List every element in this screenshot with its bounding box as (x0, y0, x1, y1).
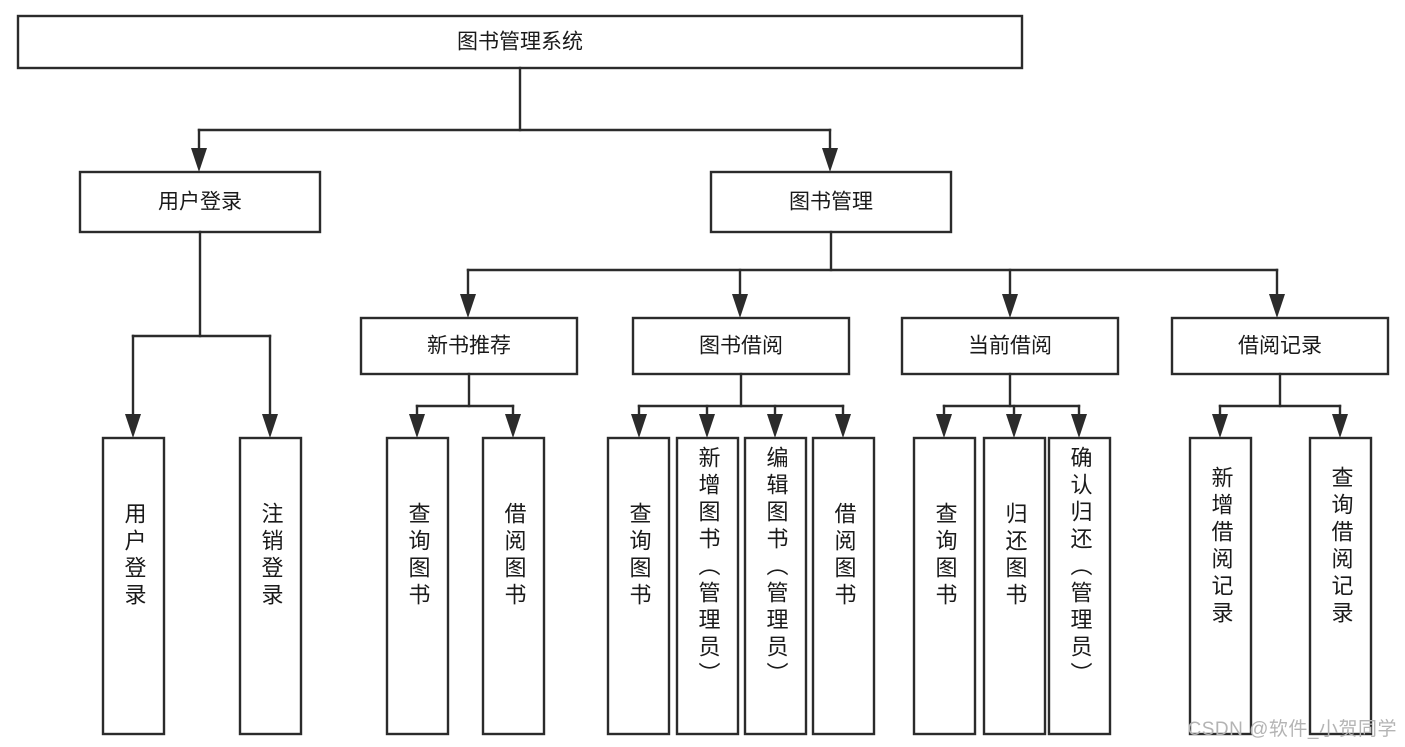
node-root[interactable]: 图书管理系统 (16, 14, 1024, 70)
arrowhead-cb-leaf1 (936, 414, 952, 438)
leaf-box-br-add-record[interactable] (1188, 436, 1253, 736)
arrowhead-bb-leaf4 (835, 414, 851, 438)
node-new-book-recommend-rect[interactable] (359, 316, 579, 376)
watermark-text: CSDN @软件_小贺同学 (1187, 719, 1397, 740)
arrowhead-borrow-record (1269, 294, 1285, 318)
node-book-manage-rect[interactable] (709, 170, 953, 234)
arrowhead-br-leaf2 (1332, 414, 1348, 438)
node-root-rect[interactable] (16, 14, 1024, 70)
node-root-label: 图书管理系统 (457, 31, 583, 54)
arrowhead-book-manage (822, 148, 838, 172)
leaf-box-nb-borrow-book[interactable] (481, 436, 546, 736)
arrowhead-new-book (460, 294, 476, 318)
leaf-box-cb-query-book[interactable] (912, 436, 977, 736)
leaf-box-bb-borrow-book[interactable] (811, 436, 876, 736)
arrowhead-br-leaf1 (1212, 414, 1228, 438)
leaf-box-nb-query-book[interactable] (385, 436, 450, 736)
node-new-book-recommend-label: 新书推荐 (427, 335, 511, 358)
node-user-login-label: 用户登录 (158, 191, 242, 214)
arrowhead-user-login (191, 148, 207, 172)
arrowhead-bb-leaf2 (699, 414, 715, 438)
arrowhead-leaf-user-login (125, 414, 141, 438)
node-new-book-recommend[interactable]: 新书推荐 (359, 316, 579, 376)
arrowhead-leaf-logout (262, 414, 278, 438)
leaf-box-logout[interactable] (238, 436, 303, 736)
node-borrow-record-label: 借阅记录 (1238, 335, 1322, 358)
node-borrow-record[interactable]: 借阅记录 (1170, 316, 1390, 376)
arrowhead-book-borrow (732, 294, 748, 318)
leaf-box-bb-query-book[interactable] (606, 436, 671, 736)
arrowhead-current-borrow (1002, 294, 1018, 318)
node-book-borrow-rect[interactable] (631, 316, 851, 376)
node-current-borrow[interactable]: 当前借阅 (900, 316, 1120, 376)
arrowhead-cb-leaf2 (1006, 414, 1022, 438)
node-book-manage[interactable]: 图书管理 (709, 170, 953, 234)
arrowhead-bb-leaf3 (767, 414, 783, 438)
node-current-borrow-label: 当前借阅 (968, 335, 1052, 358)
node-book-borrow[interactable]: 图书借阅 (631, 316, 851, 376)
leaf-box-user-login[interactable] (101, 436, 166, 736)
arrowhead-nb-leaf2 (505, 414, 521, 438)
node-book-manage-label: 图书管理 (789, 191, 873, 214)
leaf-box-br-query-record[interactable] (1308, 436, 1373, 736)
node-borrow-record-rect[interactable] (1170, 316, 1390, 376)
leaf-box-bb-add-book[interactable] (675, 436, 740, 736)
leaf-box-cb-return-book[interactable] (982, 436, 1047, 736)
node-current-borrow-rect[interactable] (900, 316, 1120, 376)
node-book-borrow-label: 图书借阅 (699, 335, 783, 358)
arrowhead-bb-leaf1 (631, 414, 647, 438)
arrowhead-cb-leaf3 (1071, 414, 1087, 438)
arrowhead-nb-leaf1 (409, 414, 425, 438)
node-user-login[interactable]: 用户登录 (78, 170, 322, 234)
leaf-box-bb-edit-book[interactable] (743, 436, 808, 736)
leaf-box-cb-confirm-return[interactable] (1047, 436, 1112, 736)
